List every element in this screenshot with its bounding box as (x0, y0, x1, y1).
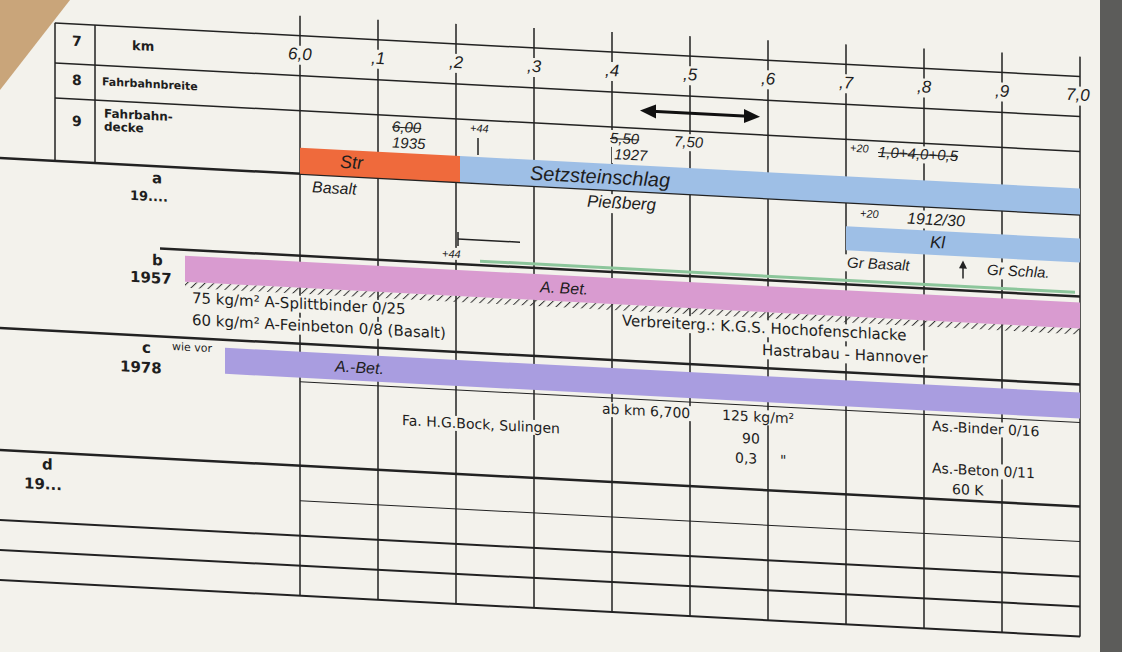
table-note: 6,0 (286, 45, 314, 65)
row-header: d (40, 456, 55, 473)
table-note: ab km 6,700 (600, 401, 692, 421)
table-note: As.-Beton 0/11 (930, 461, 1037, 482)
band-label: A. Bet. (540, 279, 588, 299)
table-note: Hastrabau - Hannover (760, 342, 930, 367)
band-label: A.-Bet. (335, 358, 384, 378)
row-header: a (150, 170, 164, 187)
table-note: Gr Basalt (845, 254, 912, 274)
row-header: 9 (70, 114, 84, 130)
table-note: ,7 (837, 74, 855, 94)
row-header: 1957 (128, 269, 174, 288)
table-note: +44 (468, 122, 491, 135)
table-note: Fa. H.G.Bock, Sulingen (400, 413, 562, 437)
table-note: " (778, 453, 788, 469)
table-note: ,1 (369, 49, 387, 69)
table-note: ,9 (993, 82, 1011, 102)
table-note: 1935 (390, 134, 427, 152)
table-note: wie vor (170, 341, 214, 355)
table-note: Basalt (310, 178, 358, 198)
row-header: Fahrbahnbreite (100, 76, 200, 93)
form-grid (0, 10, 1100, 648)
table-note: 60 K (950, 482, 985, 499)
table-note: ,4 (603, 62, 621, 82)
table-note: 7,0 (1064, 86, 1092, 106)
table-note: ,5 (681, 66, 699, 86)
row-header: 1978 (118, 358, 164, 377)
table-note: 0,3 (733, 450, 759, 467)
table-note: 1927 (612, 146, 649, 164)
table-note: 125 kg/m² (720, 408, 796, 427)
table-note: 1,0+4,0+0,5 (876, 144, 960, 165)
row-header: 8 (70, 73, 84, 89)
layer-band: Setzsteinschlag (460, 156, 1080, 214)
table-note: As.-Binder 0/16 (930, 419, 1041, 440)
table-note: +20 (858, 207, 881, 220)
table-note: Pießberg (585, 193, 658, 216)
table-note: ,6 (759, 70, 777, 90)
station-tick (477, 138, 479, 155)
form-sheet: StrSetzsteinschlagKlA. Bet.A.-Bet.7km8Fa… (0, 10, 1100, 648)
band-label: Kl (930, 233, 945, 252)
table-note: ,3 (525, 58, 543, 78)
row-header: 7 (70, 34, 84, 50)
row-header: Fahrbahn- decke (102, 107, 196, 138)
band-label: Str (340, 153, 363, 174)
table-note: ,2 (447, 53, 465, 73)
table-note: 90 (740, 431, 762, 448)
table-note: 1912/30 (905, 209, 967, 230)
row-header: 19... (22, 475, 64, 494)
desk-corner (0, 0, 70, 90)
row-header: c (140, 339, 153, 356)
row-header: 19.... (128, 189, 170, 205)
station-line (458, 239, 520, 242)
row-header: b (150, 252, 165, 269)
up-arrow (959, 260, 967, 278)
page-edge (1100, 0, 1122, 652)
table-note: +44 (440, 247, 463, 260)
table-note: Gr Schla. (985, 262, 1052, 282)
band-label: Setzsteinschlag (530, 162, 670, 191)
table-note: ,8 (915, 78, 933, 98)
table-note: 7,50 (672, 133, 705, 151)
table-note: +20 (848, 141, 871, 154)
double-arrow (640, 104, 760, 124)
layer-band: Str (300, 148, 460, 182)
table-note: 60 kg/m² A-Feinbeton 0/8 (Basalt) (190, 312, 448, 342)
row-header: km (130, 39, 156, 55)
